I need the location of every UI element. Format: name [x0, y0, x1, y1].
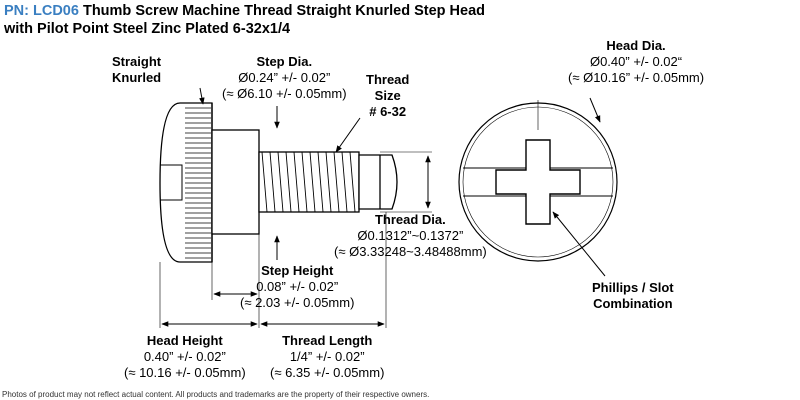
- label-text: (≈ Ø6.10 +/- 0.05mm): [222, 86, 347, 101]
- head-dia-arrow: [589, 97, 601, 123]
- label-text: Size: [374, 88, 401, 103]
- thread-line: [309, 151, 316, 213]
- title-description: Thumb Screw Machine Thread Straight Knur…: [82, 3, 486, 19]
- label-text: Combination: [593, 296, 673, 311]
- title-line-2: with Pilot Point Steel Zinc Plated 6-32x…: [4, 21, 291, 37]
- page-title: PN: LCD06 Thumb Screw Machine Thread Str…: [4, 2, 485, 38]
- screw-side-view: [159, 102, 398, 263]
- label-text: Step Height: [261, 263, 334, 278]
- label-text: 0.40” +/- 0.02”: [143, 349, 226, 364]
- label-text: Head Height: [146, 333, 223, 348]
- slot-outline: [160, 164, 183, 201]
- thread-lines: [261, 151, 356, 213]
- label-text: (≈ 6.35 +/- 0.05mm): [270, 365, 385, 380]
- label-text: Step Dia.: [256, 54, 313, 69]
- phillips-leader: [552, 211, 606, 277]
- pilot-point: [358, 154, 398, 210]
- label-head-height: Head Height 0.40” +/- 0.02” (≈ 10.16 +/-…: [124, 333, 246, 381]
- label-text: Ø0.24” +/- 0.02”: [238, 70, 331, 85]
- thread-line: [349, 151, 356, 213]
- label-text: Ø0.40” +/- 0.02“: [589, 54, 683, 69]
- label-phillips-slot: Phillips / Slot Combination: [592, 280, 674, 312]
- thread-line: [317, 151, 324, 213]
- thread-line: [293, 151, 300, 213]
- label-thread-dia: Thread Dia. Ø0.1312”~0.1372” (≈ Ø3.33248…: [334, 212, 487, 260]
- thread-line: [333, 151, 340, 213]
- thread-line: [285, 151, 292, 213]
- label-text: 0.08” +/- 0.02”: [256, 279, 339, 294]
- label-text: (≈ 2.03 +/- 0.05mm): [240, 295, 355, 310]
- label-thread-length: Thread Length 1/4” +/- 0.02” (≈ 6.35 +/-…: [270, 333, 384, 381]
- label-text: (≈ Ø10.16” +/- 0.05mm): [568, 70, 705, 85]
- step-collar: [211, 129, 260, 235]
- thread-size-leader: [335, 117, 361, 153]
- label-step-height: Step Height 0.08” +/- 0.02” (≈ 2.03 +/- …: [240, 263, 354, 311]
- part-number: PN: LCD06: [4, 3, 79, 19]
- label-text: Phillips / Slot: [592, 280, 674, 295]
- dimension-lines: [159, 87, 606, 328]
- knurl-lines: [185, 107, 211, 259]
- thread-line: [261, 151, 268, 213]
- label-text: Thread: [366, 72, 410, 87]
- thread-line: [301, 151, 308, 213]
- label-text: 1/4” +/- 0.02”: [289, 349, 365, 364]
- label-text: Head Dia.: [606, 38, 666, 53]
- label-text: (≈ Ø3.33248~3.48488mm): [334, 244, 487, 259]
- thread-shank: [258, 151, 360, 213]
- label-text: Straight: [112, 54, 162, 69]
- label-text: # 6-32: [369, 104, 407, 119]
- thread-line: [277, 151, 284, 213]
- knurl-leader: [199, 87, 205, 105]
- thread-line: [325, 151, 332, 213]
- label-thread-size: Thread Size # 6-32: [366, 72, 409, 120]
- label-text: Thread Dia.: [374, 212, 446, 227]
- screw-top-view: [458, 102, 618, 262]
- label-text: Ø0.1312”~0.1372”: [357, 228, 464, 243]
- label-straight-knurled: Straight Knurled: [112, 54, 161, 86]
- label-step-dia: Step Dia. Ø0.24” +/- 0.02” (≈ Ø6.10 +/- …: [222, 54, 347, 102]
- disclaimer-footer: Photos of product may not reflect actual…: [2, 390, 430, 399]
- label-text: Thread Length: [282, 333, 373, 348]
- phillips-cross: [495, 139, 581, 225]
- label-text: Knurled: [112, 70, 162, 85]
- label-text: (≈ 10.16 +/- 0.05mm): [124, 365, 246, 380]
- title-line-1: PN: LCD06 Thumb Screw Machine Thread Str…: [4, 2, 485, 20]
- thread-line: [269, 151, 276, 213]
- thread-line: [341, 151, 348, 213]
- label-head-dia: Head Dia. Ø0.40” +/- 0.02“ (≈ Ø10.16” +/…: [568, 38, 704, 86]
